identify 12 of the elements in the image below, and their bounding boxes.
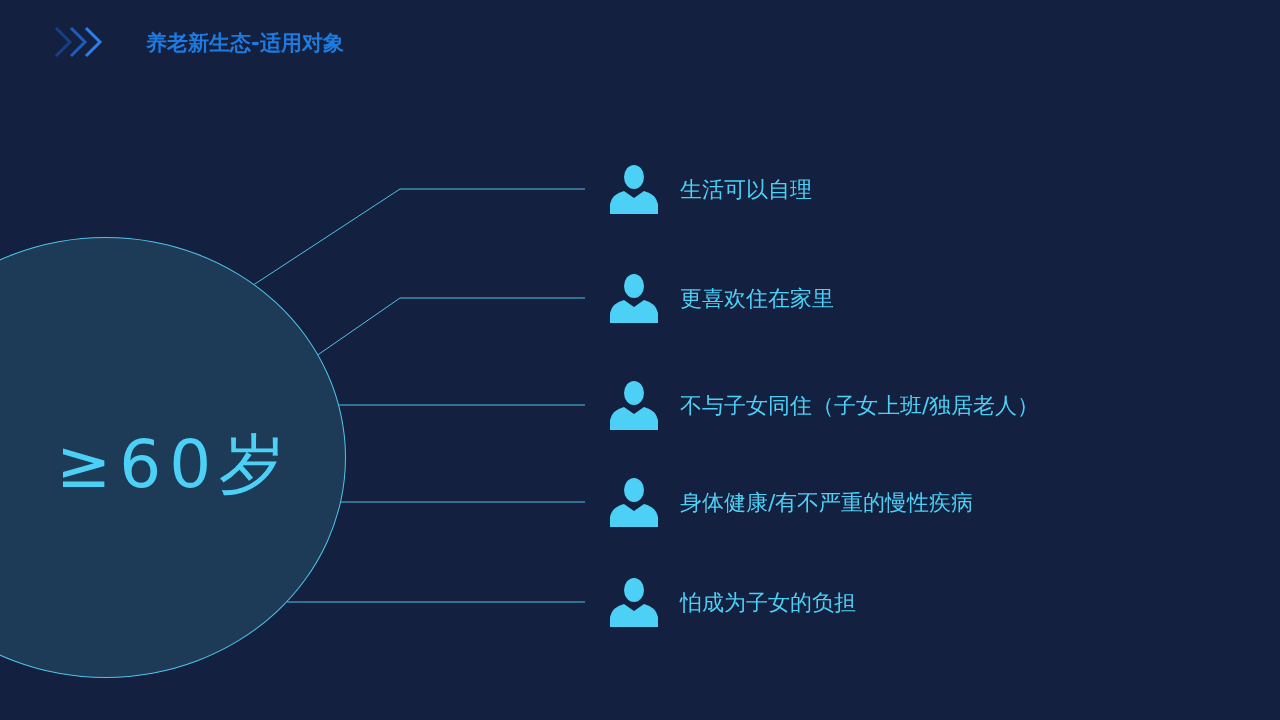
item-label: 更喜欢住在家里 bbox=[680, 285, 834, 313]
item-label: 身体健康/有不严重的慢性疾病 bbox=[680, 489, 974, 517]
connector-line bbox=[253, 188, 586, 285]
item-label: 不与子女同住（子女上班/独居老人） bbox=[680, 392, 1040, 420]
item-label: 怕成为子女的负担 bbox=[680, 589, 856, 617]
connector-line bbox=[317, 297, 586, 356]
title: 养老新生态-适用对象 bbox=[146, 30, 344, 57]
connector-line bbox=[338, 404, 586, 406]
item-label: 生活可以自理 bbox=[680, 176, 812, 204]
age-label: ≥60岁 bbox=[56, 425, 294, 505]
connector-line bbox=[286, 601, 586, 603]
connector-line bbox=[340, 501, 586, 503]
